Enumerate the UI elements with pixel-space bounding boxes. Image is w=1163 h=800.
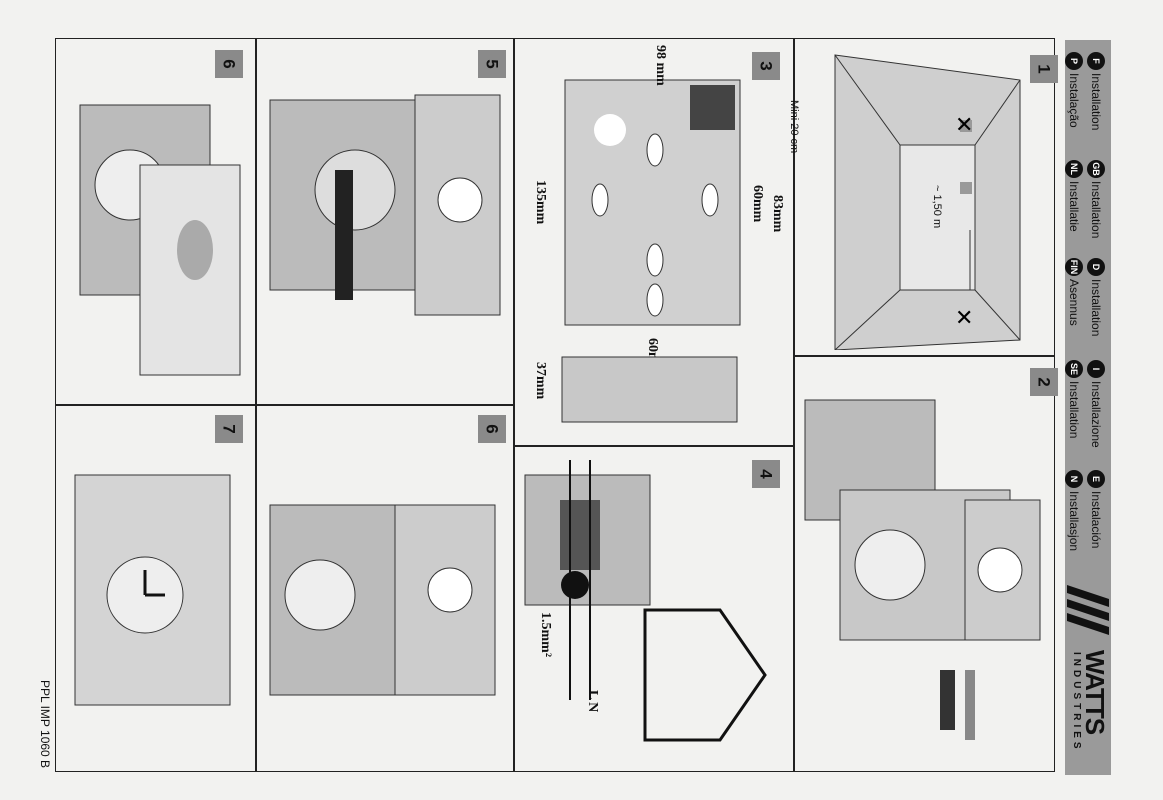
battery-insert-illustration xyxy=(269,94,501,316)
min-distance-label: Mini 20 cm xyxy=(788,100,800,154)
svg-text:✕: ✕ xyxy=(955,112,973,137)
step-number: 6 xyxy=(215,50,243,78)
height-label: ~ 1,50 m xyxy=(931,185,943,229)
cover-close-illustration xyxy=(269,504,496,696)
document-reference: PPL IMP 1060 B xyxy=(38,680,52,769)
hole-vertical-dimension: 60mm xyxy=(750,185,765,223)
open-thermostat-illustration xyxy=(804,399,1041,740)
hole-depth-dimension: 83mm xyxy=(770,195,785,233)
terminal-labels: L N xyxy=(585,690,600,713)
width-dimension: 98 mm xyxy=(653,45,668,86)
step-number: 3 xyxy=(752,52,780,80)
cable-section-label: 1.5mm² xyxy=(538,612,553,658)
watts-logo-icon xyxy=(1067,585,1109,635)
front-cover-illustration xyxy=(79,104,241,376)
divider xyxy=(55,404,513,406)
step-number: 5 xyxy=(478,50,506,78)
step-number: 1 xyxy=(1030,55,1058,83)
room-illustration: ✕✕ xyxy=(834,54,1021,350)
height-dimension: 135mm xyxy=(533,180,548,225)
divider xyxy=(793,355,1055,357)
divider xyxy=(793,38,795,772)
base-plate-drawing xyxy=(564,79,741,326)
brand-sub: INDUSTRIES xyxy=(1071,652,1082,753)
svg-text:✕: ✕ xyxy=(955,305,973,330)
brand-name: WATTS xyxy=(1080,650,1110,735)
step-number: 4 xyxy=(752,460,780,488)
thickness-dimension: 37mm xyxy=(533,362,548,400)
step-number: 7 xyxy=(215,415,243,443)
side-view-drawing xyxy=(561,356,738,423)
divider xyxy=(513,445,793,447)
step-number: 6 xyxy=(478,415,506,443)
wiring-diagram xyxy=(524,460,767,742)
finished-thermostat-illustration xyxy=(74,474,231,706)
step-number: 2 xyxy=(1030,368,1058,396)
divider xyxy=(513,38,515,772)
